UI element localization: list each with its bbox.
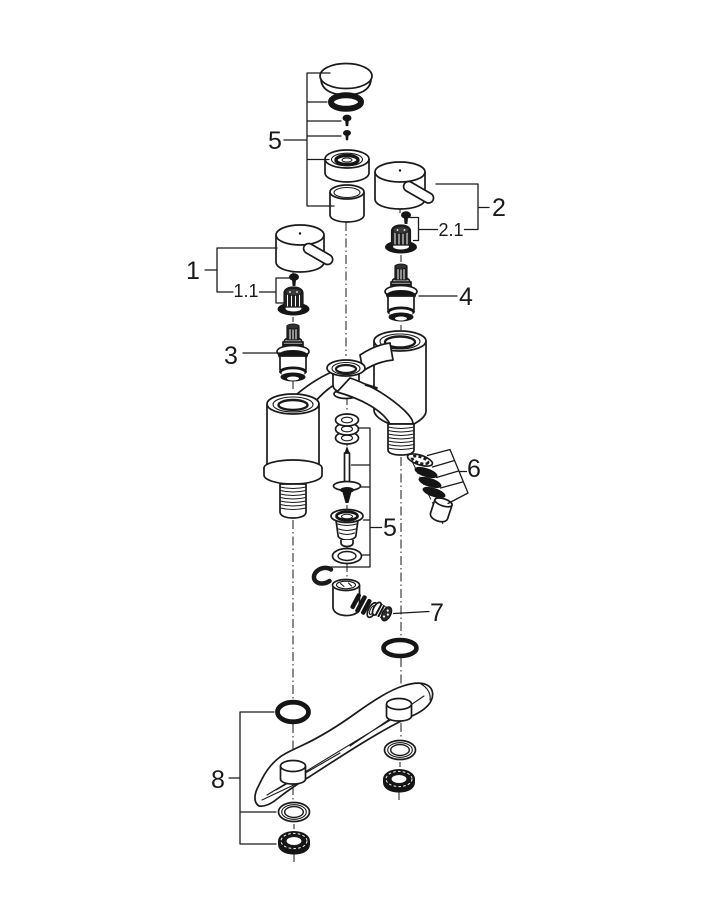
left-lever-handle bbox=[275, 224, 334, 273]
callout-label-5-bottom: 5 bbox=[383, 514, 397, 542]
left-handle-screw bbox=[289, 273, 299, 286]
retaining-clip bbox=[311, 565, 334, 586]
callout-1: 1 bbox=[186, 247, 278, 293]
callout-label-2: 2 bbox=[492, 194, 506, 222]
callout-6: 6 bbox=[426, 448, 481, 505]
callout-8: 8 bbox=[211, 711, 277, 845]
callout-5-bottom: 5 bbox=[328, 427, 397, 568]
hose-connector bbox=[371, 601, 393, 622]
callout-1-1: 1.1 bbox=[233, 277, 290, 304]
diverter-rod bbox=[332, 446, 362, 503]
callout-label-1-1: 1.1 bbox=[233, 281, 258, 301]
callout-5-top: 5 bbox=[268, 72, 342, 207]
callout-label-6: 6 bbox=[467, 455, 481, 483]
callout-label-2-1: 2.1 bbox=[438, 220, 463, 240]
set-screw-upper bbox=[342, 114, 352, 127]
left-fixing-nut bbox=[277, 830, 311, 856]
shroud-sleeve bbox=[329, 184, 365, 223]
left-valve-cartridge bbox=[276, 323, 310, 383]
callout-label-4: 4 bbox=[459, 283, 473, 311]
right-handle-adapter bbox=[384, 224, 418, 255]
outlet-o-ring bbox=[381, 637, 419, 659]
callout-7: 7 bbox=[392, 599, 444, 627]
callout-2: 2 bbox=[435, 183, 506, 231]
callout-label-7: 7 bbox=[430, 599, 444, 627]
right-lever-handle bbox=[374, 161, 435, 210]
seal-ring-2 bbox=[418, 476, 442, 489]
mixer-body bbox=[263, 330, 427, 519]
cap-o-ring bbox=[328, 92, 364, 112]
left-fixing-washer bbox=[277, 801, 311, 823]
diverter-o-ring-stack bbox=[334, 413, 360, 445]
right-fixing-nut bbox=[382, 768, 416, 794]
callout-4: 4 bbox=[418, 283, 473, 311]
callout-label-1: 1 bbox=[186, 257, 200, 285]
callout-3: 3 bbox=[224, 342, 282, 370]
seal-ring-1 bbox=[414, 466, 438, 479]
callout-label-3: 3 bbox=[224, 342, 238, 370]
set-screw-lower bbox=[343, 129, 351, 141]
right-valve-cartridge bbox=[384, 263, 418, 323]
check-valve-washer bbox=[406, 453, 434, 467]
dome-cap bbox=[319, 62, 373, 96]
left-shank-o-ring bbox=[275, 699, 311, 725]
diverter-o-ring-lower bbox=[331, 547, 363, 565]
hose-elbow bbox=[331, 578, 379, 619]
aerator-insert bbox=[324, 149, 370, 183]
right-fixing-washer bbox=[383, 739, 417, 761]
callout-label-8: 8 bbox=[211, 766, 225, 794]
callout-label-5-top: 5 bbox=[268, 127, 282, 155]
seal-ring-3 bbox=[422, 486, 446, 499]
left-handle-adapter bbox=[276, 286, 311, 317]
mounting-plate bbox=[254, 682, 434, 808]
callout-2-1: 2.1 bbox=[409, 216, 464, 242]
seal-kit-cap bbox=[429, 497, 453, 523]
diverter-seat-funnel bbox=[330, 508, 364, 548]
